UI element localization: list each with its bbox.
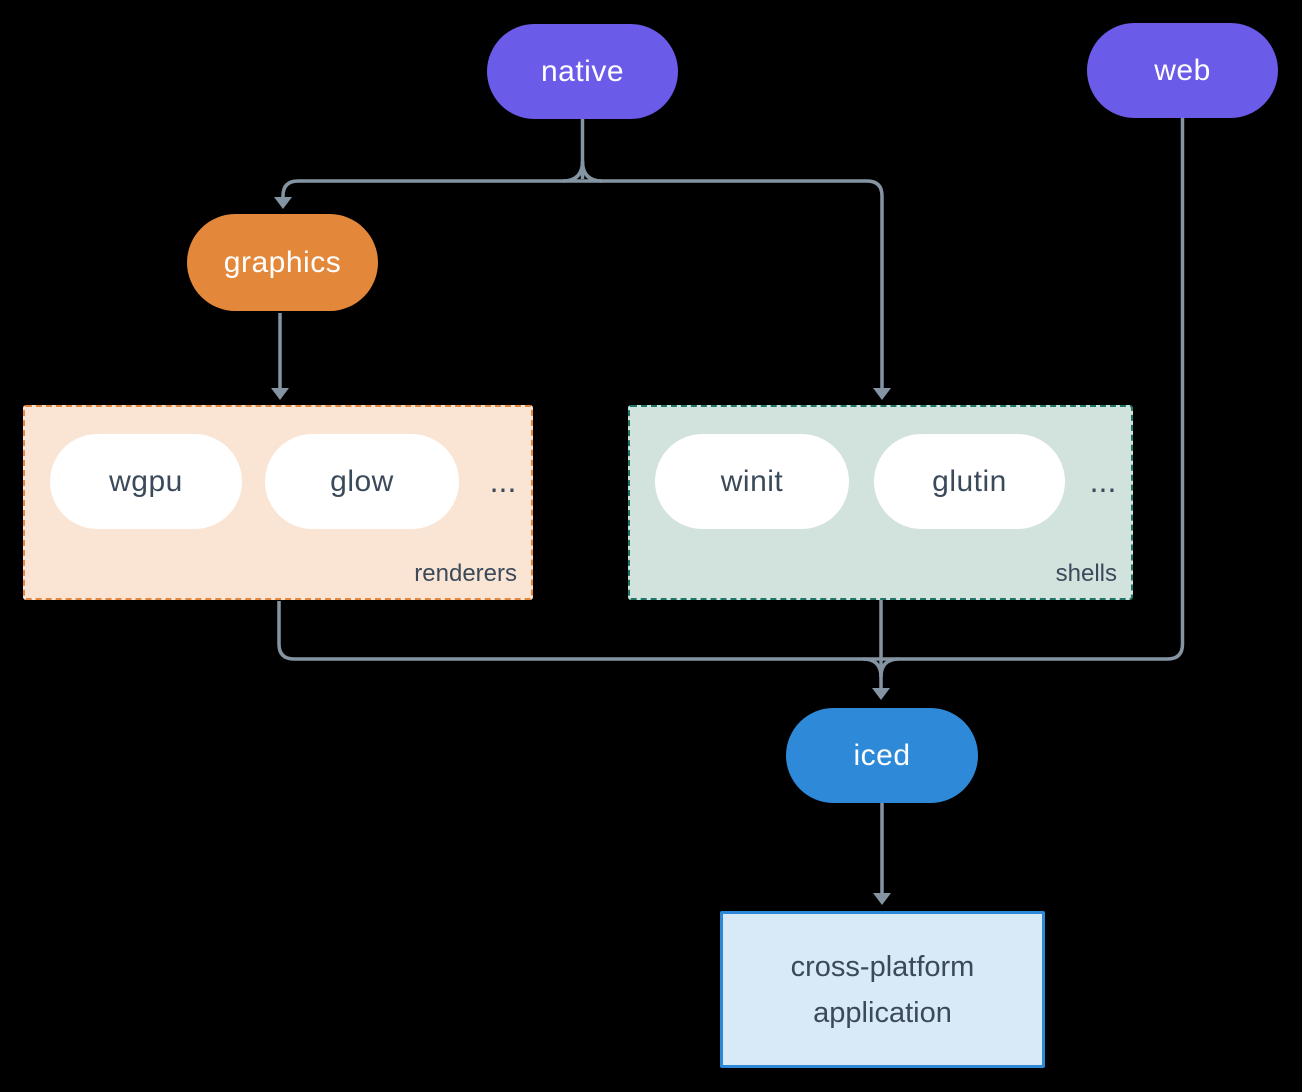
shells-ellipsis: ... bbox=[1089, 463, 1117, 499]
arrowhead-to-iced bbox=[872, 688, 890, 700]
node-winit: winit bbox=[655, 434, 849, 529]
group-shells: winit glutin ... shells bbox=[628, 405, 1133, 600]
connector-web-merge bbox=[881, 118, 1185, 661]
group-shells-label: shells bbox=[1055, 560, 1117, 587]
connector-native-flare-left bbox=[562, 160, 585, 183]
connector-split-bar bbox=[281, 179, 884, 389]
arrowhead-to-graphics bbox=[274, 197, 292, 209]
group-renderers-label: renderers bbox=[414, 560, 517, 587]
node-glutin-label: glutin bbox=[932, 464, 1007, 498]
node-graphics: graphics bbox=[187, 214, 378, 311]
node-native: native bbox=[487, 24, 678, 119]
node-glow: glow bbox=[265, 434, 459, 529]
node-wgpu: wgpu bbox=[50, 434, 242, 529]
connector-renderers-merge bbox=[277, 601, 881, 661]
node-wgpu-label: wgpu bbox=[109, 464, 183, 498]
node-winit-label: winit bbox=[720, 464, 784, 498]
renderers-ellipsis: ... bbox=[489, 463, 517, 499]
app-label-line1: cross-platform bbox=[790, 950, 975, 983]
node-web-label: web bbox=[1154, 53, 1211, 87]
app-label-line2: application bbox=[813, 996, 952, 1029]
arrowhead-to-app bbox=[873, 893, 891, 905]
node-graphics-label: graphics bbox=[223, 245, 342, 279]
arrowhead-to-renderers bbox=[271, 388, 289, 400]
node-glow-label: glow bbox=[330, 464, 394, 498]
node-iced-label: iced bbox=[853, 738, 911, 772]
node-iced: iced bbox=[786, 708, 978, 803]
node-web: web bbox=[1087, 23, 1278, 118]
node-native-label: native bbox=[540, 54, 625, 88]
node-glutin: glutin bbox=[874, 434, 1065, 529]
connector-native-flare-right bbox=[580, 160, 603, 183]
node-cross-platform-application: cross-platform application bbox=[720, 911, 1045, 1068]
arrowhead-to-shells bbox=[873, 388, 891, 400]
connector-merge-fillet-right bbox=[879, 657, 900, 678]
connector-merge-fillet-left bbox=[862, 657, 883, 678]
group-renderers: wgpu glow ... renderers bbox=[23, 405, 533, 600]
